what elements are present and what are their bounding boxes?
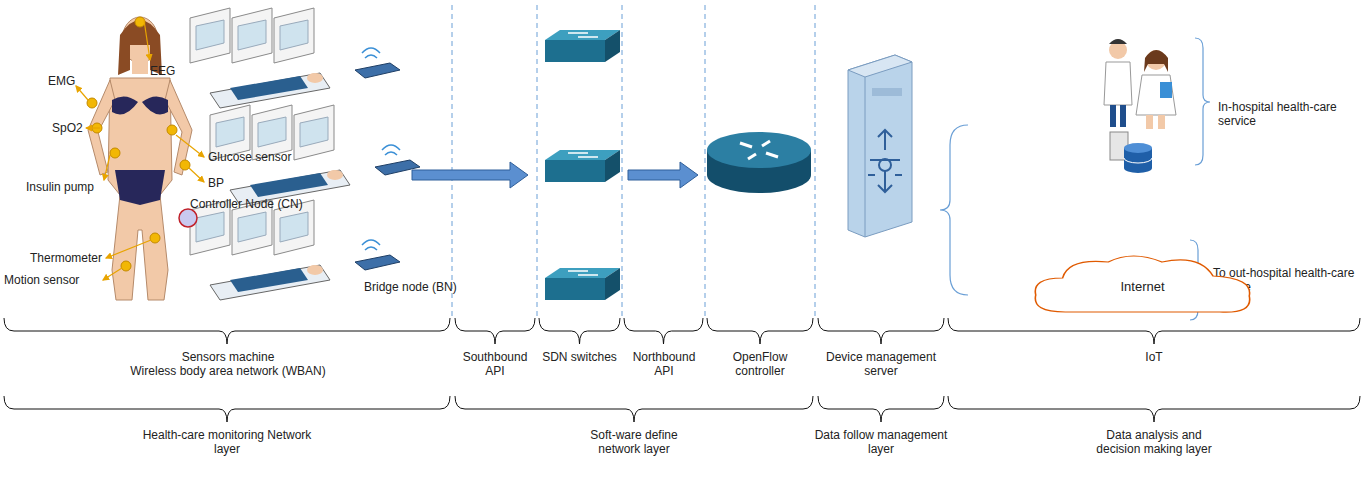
bracket: [539, 318, 620, 344]
layer-label: Sensors machine: [128, 350, 328, 364]
callout-label: In-hospital health-care service: [1218, 100, 1358, 128]
bracket: [455, 396, 813, 422]
callout-label: EEG: [150, 64, 175, 78]
callout-label: SpO2: [52, 121, 83, 135]
ward-room: [190, 8, 400, 108]
doctor-icons: [1104, 39, 1176, 129]
layer-label: Northbound API: [624, 350, 704, 378]
callout-label: Insulin pump: [26, 180, 94, 194]
body-figure: [88, 17, 192, 300]
layer-label: Wireless body area network (WBAN): [128, 364, 328, 378]
database-icon: [1110, 132, 1152, 173]
callout-label: Glucose sensor: [208, 150, 291, 164]
layer-label: Southbound API: [455, 350, 535, 378]
sdn-switch: [545, 268, 620, 300]
layer-label: Health-care monitoring Network layer: [137, 428, 317, 456]
callout-label: EMG: [48, 74, 75, 88]
callout-label: Controller Node (CN): [190, 197, 303, 211]
callout-label: BP: [208, 176, 224, 190]
bracket: [948, 318, 1360, 344]
router: [707, 132, 811, 193]
cloud-node: Internet: [1025, 250, 1260, 322]
layer-label: Soft-ware define network layer: [584, 428, 684, 456]
bracket: [4, 318, 450, 344]
callout-label: Motion sensor: [4, 273, 79, 287]
callout-label: Thermometer: [30, 251, 102, 265]
layer-label: Device management server: [818, 350, 944, 378]
bracket: [707, 318, 813, 344]
node-text: Internet: [1025, 279, 1260, 294]
bracket: [948, 396, 1360, 422]
layer-label: IoT: [948, 350, 1360, 364]
callout-label: Bridge node (BN): [364, 280, 457, 294]
layer-label: Data follow management layer: [811, 428, 951, 456]
bracket: [818, 318, 944, 344]
server: [848, 55, 912, 237]
bracket: [818, 396, 944, 422]
layer-label: Data analysis and decision making layer: [1089, 428, 1219, 456]
layer-label: SDN switches: [539, 350, 620, 364]
sdn-switch: [545, 150, 620, 182]
layer-label: OpenFlow controller: [707, 350, 813, 378]
bracket: [624, 318, 703, 344]
sdn-switch: [545, 30, 620, 62]
bracket: [4, 396, 450, 422]
bracket: [455, 318, 535, 344]
